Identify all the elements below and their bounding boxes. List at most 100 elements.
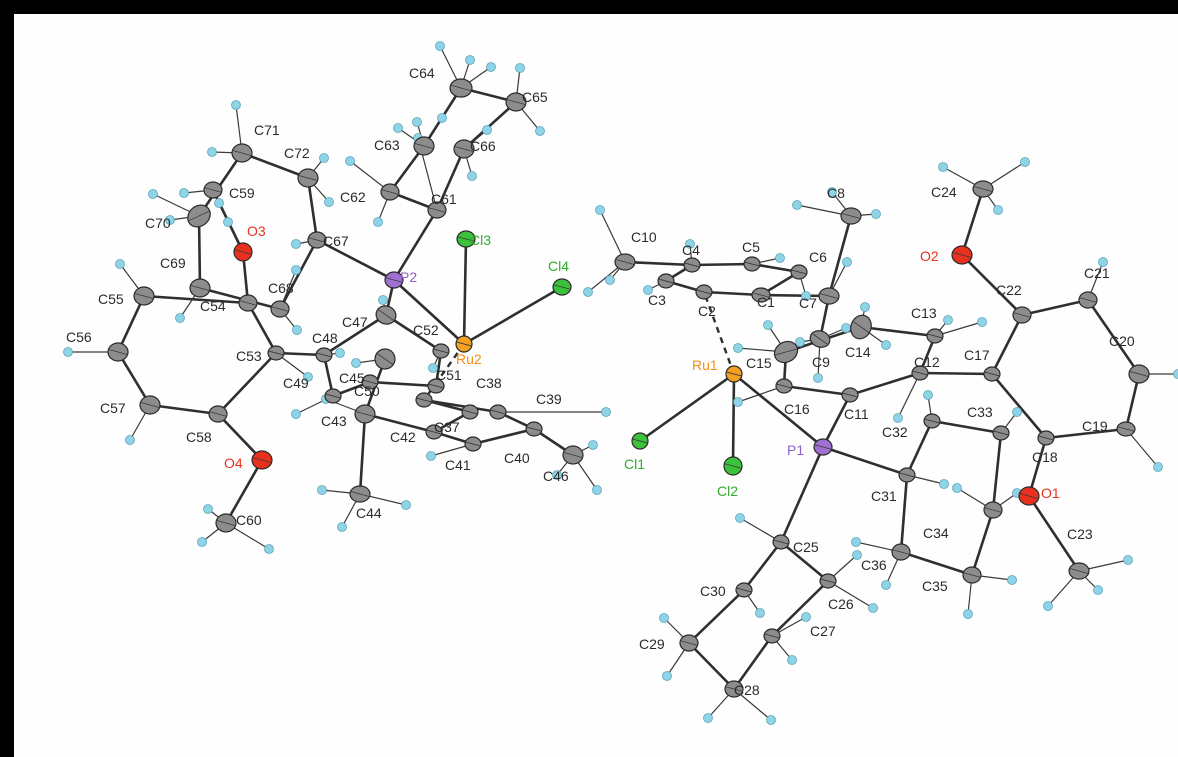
ellipsoid-axis [465, 441, 481, 447]
hydrogen-atom [659, 613, 669, 623]
atom-c25 [772, 534, 790, 550]
atom-label-c43: C43 [321, 413, 347, 429]
ellipsoid-axis [680, 640, 698, 646]
ellipsoid-axis [814, 444, 832, 450]
ellipsoid-axis [1069, 568, 1089, 574]
atom-label-c9: C9 [812, 354, 830, 370]
atom-label-c60: C60 [236, 512, 262, 528]
atom-label-c29: C29 [639, 636, 665, 652]
hydrogen-atom [735, 513, 745, 523]
atom-label-c24: C24 [931, 184, 957, 200]
bond-c11-c16 [783, 384, 851, 397]
atom-c68 [270, 300, 290, 318]
atom-c8 [840, 207, 862, 225]
atom-c52 [432, 343, 450, 359]
bond-p2-c67 [316, 238, 395, 282]
atom-label-c19: C19 [1082, 418, 1108, 434]
bond-p2-c61 [392, 209, 439, 281]
atom-c31 [898, 467, 916, 483]
hydrogen-atom [324, 197, 334, 207]
hydrogen-atom [1020, 157, 1030, 167]
atom-c3 [657, 273, 675, 289]
bond-c25-c26 [780, 540, 829, 583]
ellipsoid-axis [187, 210, 211, 222]
ellipsoid-axis [350, 491, 370, 497]
atom-c29 [679, 634, 699, 652]
bond-p1-c25 [779, 446, 825, 543]
atom-ru1 [725, 365, 743, 383]
ellipsoid-axis [632, 438, 648, 444]
bond-c4-c10 [624, 260, 693, 267]
atom-label-cl3: Cl3 [470, 232, 491, 248]
hydrogen-atom [755, 608, 765, 618]
atom-label-c46: C46 [543, 468, 569, 484]
bond-c57-c58 [149, 403, 219, 416]
ellipsoid-axis [298, 175, 318, 181]
atom-label-c2: C2 [698, 303, 716, 319]
atom-c62 [380, 183, 400, 201]
hydrogen-atom [685, 239, 695, 249]
bond-c35-c36 [900, 550, 973, 577]
atom-c54 [238, 294, 258, 312]
atom-label-c1: C1 [757, 294, 775, 310]
atom-c33 [992, 425, 1010, 441]
ellipsoid-axis [1079, 297, 1097, 303]
atom-label-c70: C70 [145, 215, 171, 231]
atom-c37 [461, 404, 479, 420]
atom-label-c33: C33 [967, 404, 993, 420]
atom-label-c67: C67 [323, 233, 349, 249]
atom-c4 [683, 257, 701, 273]
atom-label-c49: C49 [283, 375, 309, 391]
hydrogen-atom [1043, 601, 1053, 611]
bond-c22-c17 [990, 314, 1024, 375]
atom-label-c14: C14 [845, 344, 871, 360]
atom-c50 [361, 374, 379, 390]
bond-c7-c8 [827, 215, 853, 297]
hydrogen-atom [1098, 257, 1108, 267]
atom-label-c22: C22 [996, 282, 1022, 298]
atom-label-c50: C50 [354, 383, 380, 399]
hydrogen-atom [605, 275, 615, 285]
atom-label-c20: C20 [1109, 333, 1135, 349]
hydrogen-atom [592, 485, 602, 495]
atom-c67 [307, 231, 327, 249]
hydrogen-atom [881, 340, 891, 350]
atom-o2 [951, 245, 973, 265]
ellipsoid-axis [433, 348, 449, 354]
hydrogen-atom [465, 55, 475, 65]
ellipsoid-axis [927, 333, 943, 339]
ellipsoid-axis [381, 189, 399, 195]
ellipsoid-axis [216, 520, 236, 526]
atom-c39 [489, 404, 507, 420]
bond-c28-c29 [688, 642, 735, 690]
bond-c54-c55 [143, 294, 249, 305]
ellipsoid-axis [1038, 435, 1054, 441]
hydrogen-atom [291, 265, 301, 275]
atom-label-c13: C13 [911, 305, 937, 321]
ellipsoid-axis [841, 213, 861, 219]
atom-c46 [562, 445, 584, 465]
atom-c16 [775, 378, 793, 394]
ellipsoid-axis [204, 187, 222, 193]
hydrogen-atom [1153, 462, 1163, 472]
ellipsoid-axis [450, 84, 472, 92]
atom-c56 [107, 342, 129, 362]
bond-c22-o2 [961, 254, 1023, 316]
atom-c38 [415, 392, 433, 408]
ellipsoid-axis [414, 143, 434, 149]
hydrogen-atom [1012, 407, 1022, 417]
atom-c35 [962, 566, 982, 584]
atom-ru2 [455, 335, 473, 353]
ellipsoid-axis [1117, 426, 1135, 432]
ellipsoid-axis [490, 409, 506, 415]
atom-c59 [203, 181, 223, 199]
hydrogen-atom [335, 348, 345, 358]
atom-c48 [315, 347, 333, 363]
atom-label-c54: C54 [200, 298, 226, 314]
hydrogen-atom [588, 440, 598, 450]
ellipsoid-axis [696, 289, 712, 295]
atom-c61 [427, 201, 447, 219]
bond-c58-c53 [217, 352, 277, 415]
